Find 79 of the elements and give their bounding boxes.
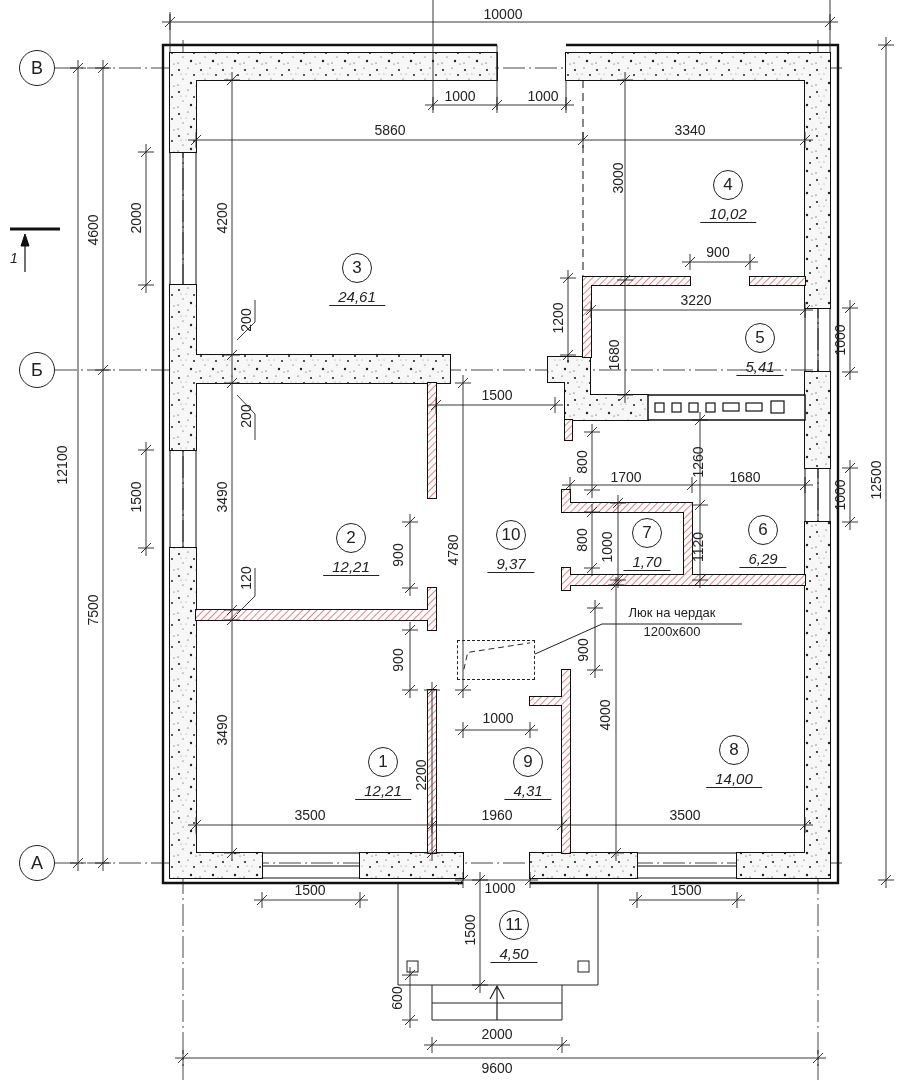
dimension-text: 900 — [706, 244, 730, 260]
dimension-text: 1200 — [550, 302, 566, 334]
dimension-text: 1260 — [690, 446, 706, 478]
dimension-text: 4200 — [214, 202, 230, 234]
dimension-text: 12500 — [868, 460, 884, 500]
dimension-text: 1000 — [832, 324, 848, 356]
dimension-text: 120 — [238, 566, 254, 590]
dimension-text: 1700 — [610, 469, 642, 485]
dimension-text: 200 — [238, 404, 254, 428]
room-area-text: 24,61 — [329, 288, 385, 306]
dimension-text: 4000 — [597, 699, 613, 731]
note-text: Люк на чердак — [627, 605, 717, 620]
room-area-text: 1,70 — [623, 553, 671, 571]
dimension-text: 5860 — [374, 122, 406, 138]
dimension-text: 1000 — [482, 710, 514, 726]
dimension-text: 1200x600 — [642, 624, 702, 639]
dimension-text: 600 — [389, 986, 405, 1010]
room-area-text: 12,21 — [355, 782, 411, 800]
grid-axis-marker: В — [19, 50, 55, 86]
dimension-text: 200 — [238, 308, 254, 332]
room-number-marker: 11 — [499, 910, 529, 940]
room-number-marker: 7 — [632, 518, 662, 548]
dimension-text: 2200 — [413, 759, 429, 791]
dimension-text: 2000 — [128, 202, 144, 234]
leader-line — [534, 623, 743, 655]
dimension-text: 3220 — [680, 292, 712, 308]
room-area-text: 6,29 — [739, 550, 787, 568]
dimension-text: 3500 — [669, 807, 701, 823]
dimension-text: 3490 — [214, 481, 230, 513]
room-number-marker: 4 — [713, 170, 743, 200]
room-number-marker: 9 — [513, 747, 543, 777]
room-area-text: 10,02 — [700, 205, 756, 223]
dimension-text: 1680 — [606, 339, 622, 371]
dimension-text: 800 — [574, 450, 590, 474]
room-area-text: 12,21 — [323, 558, 379, 576]
dimension-text: 900 — [575, 638, 591, 662]
room-area-text: 9,37 — [487, 555, 535, 573]
room-number-marker: 2 — [336, 523, 366, 553]
dimension-text: 900 — [390, 543, 406, 567]
dimension-text: 3000 — [610, 162, 626, 194]
dimension-text: 1960 — [481, 807, 513, 823]
room-number-marker: 8 — [719, 735, 749, 765]
dimension-text: 1680 — [729, 469, 761, 485]
room-number-marker: 3 — [342, 253, 372, 283]
room-area-text: 4,31 — [504, 782, 552, 800]
room-area-text: 14,00 — [706, 770, 762, 788]
room-number-marker: 10 — [496, 520, 526, 550]
dimension-text: 2000 — [481, 1026, 513, 1042]
dimension-text: 9600 — [481, 1060, 513, 1076]
dimension-text: 1500 — [481, 387, 513, 403]
dimension-text: 1000 — [527, 88, 559, 104]
dimension-text: 900 — [390, 648, 406, 672]
room-number-marker: 1 — [368, 747, 398, 777]
dimension-text: 1000 — [599, 531, 615, 563]
dimension-text: 1500 — [294, 882, 326, 898]
dimension-text: 1500 — [462, 914, 478, 946]
dimension-text: 1500 — [128, 481, 144, 513]
dimension-text: 1000 — [444, 88, 476, 104]
dimension-text: 10000 — [483, 6, 523, 22]
dimension-text: 3490 — [214, 714, 230, 746]
dimension-text: 3340 — [674, 122, 706, 138]
attic-hatch-outline — [457, 640, 535, 680]
room-area-text: 4,50 — [490, 945, 538, 963]
dimension-text: 4780 — [445, 534, 461, 566]
dimension-text: 1000 — [832, 479, 848, 511]
section-label: 1 — [10, 250, 18, 266]
room-area-text: 5,41 — [736, 358, 784, 376]
dimension-text: 1120 — [690, 531, 706, 563]
dimension-text: 1500 — [670, 882, 702, 898]
grid-axis-marker: Б — [19, 352, 55, 388]
dimension-text: 800 — [574, 528, 590, 552]
dimension-text: 1000 — [484, 880, 516, 896]
room-number-marker: 6 — [748, 515, 778, 545]
dimension-text: 3500 — [294, 807, 326, 823]
grid-axis-marker: А — [19, 845, 55, 881]
dimension-text: 4600 — [85, 214, 101, 246]
dimension-text: 12100 — [54, 445, 70, 485]
room-number-marker: 5 — [745, 323, 775, 353]
dimension-text: 7500 — [85, 594, 101, 626]
